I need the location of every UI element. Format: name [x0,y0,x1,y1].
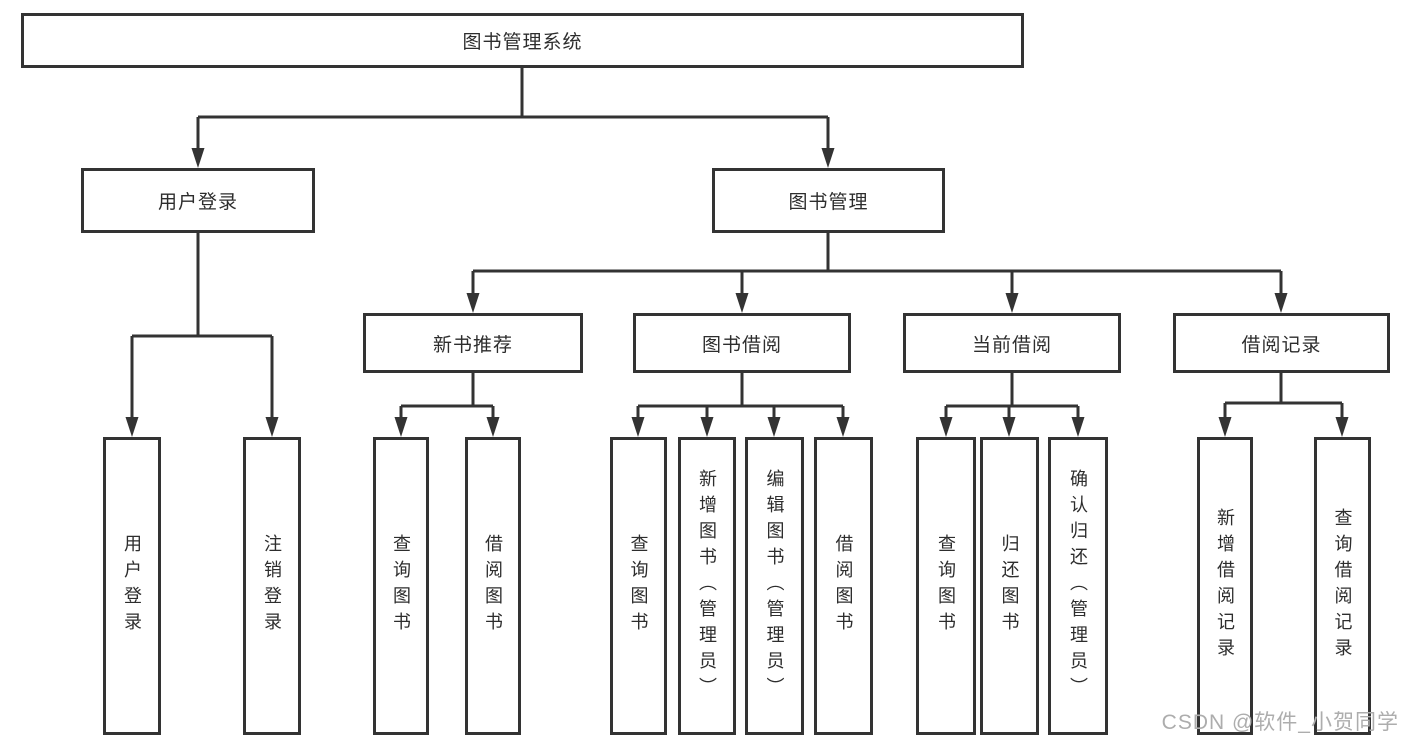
node-leaf-query-books-2-label: 查询图书 [628,534,649,638]
node-book-management: 图书管理 [712,168,945,233]
node-leaf-return-books: 归还图书 [980,437,1039,735]
node-library-system: 图书管理系统 [21,13,1024,68]
node-leaf-user-login: 用户登录 [103,437,161,735]
node-book-borrowing-label: 图书借阅 [701,334,782,356]
node-current-borrowing: 当前借阅 [903,313,1121,373]
node-user-login-label: 用户登录 [157,192,238,213]
node-book-borrowing: 图书借阅 [633,313,851,373]
node-leaf-query-books-1: 查询图书 [373,437,429,735]
node-library-system-label: 图书管理系统 [462,32,583,53]
node-leaf-edit-books-admin-label: 编辑图书（管理员） [764,469,785,703]
node-leaf-query-books-1-label: 查询图书 [391,534,411,638]
node-leaf-borrow-books-1: 借阅图书 [465,437,521,735]
node-leaf-borrow-books-2-label: 借阅图书 [833,534,854,638]
node-leaf-logout: 注销登录 [243,437,301,735]
watermark: CSDN @软件_小贺同学 [1161,711,1399,734]
node-leaf-query-books-3: 查询图书 [916,437,976,735]
node-leaf-confirm-return-admin: 确认归还（管理员） [1048,437,1108,735]
node-borrowing-records-label: 借阅记录 [1241,334,1322,356]
node-book-management-label: 图书管理 [788,192,869,213]
node-new-book-recommend-label: 新书推荐 [432,334,513,356]
node-current-borrowing-label: 当前借阅 [971,334,1052,356]
node-leaf-logout-label: 注销登录 [262,534,282,638]
node-leaf-query-books-2: 查询图书 [610,437,667,735]
node-borrowing-records: 借阅记录 [1173,313,1390,373]
node-leaf-confirm-return-admin-label: 确认归还（管理员） [1068,469,1088,703]
node-leaf-edit-books-admin: 编辑图书（管理员） [745,437,804,735]
node-leaf-query-borrow-record: 查询借阅记录 [1314,437,1371,735]
node-leaf-add-books-admin-label: 新增图书（管理员） [697,469,717,703]
node-leaf-add-borrow-record-label: 新增借阅记录 [1215,508,1235,664]
node-leaf-add-borrow-record: 新增借阅记录 [1197,437,1253,735]
node-leaf-add-books-admin: 新增图书（管理员） [678,437,736,735]
node-leaf-borrow-books-2: 借阅图书 [814,437,873,735]
node-leaf-return-books-label: 归还图书 [999,534,1020,638]
node-leaf-user-login-label: 用户登录 [122,534,142,638]
node-leaf-borrow-books-1-label: 借阅图书 [483,534,503,638]
node-leaf-query-books-3-label: 查询图书 [936,534,956,638]
node-user-login: 用户登录 [81,168,315,233]
node-leaf-query-borrow-record-label: 查询借阅记录 [1332,508,1353,664]
node-new-book-recommend: 新书推荐 [363,313,583,373]
